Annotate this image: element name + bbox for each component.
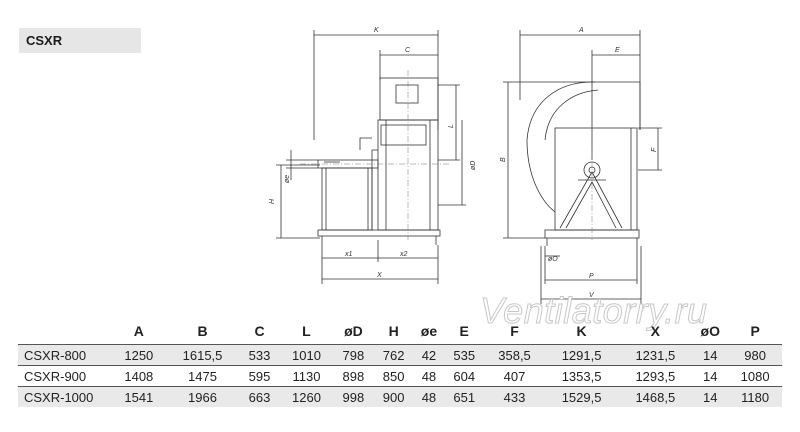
table-cell: 433 xyxy=(484,386,545,407)
dim-label-l: L xyxy=(448,124,455,128)
dim-label-b: B xyxy=(500,157,507,162)
table-cell: 604 xyxy=(444,365,485,387)
table-cell: 48 xyxy=(413,386,445,407)
table-cell: 980 xyxy=(728,344,782,366)
table-header xyxy=(18,318,112,345)
dim-label-h: H xyxy=(269,198,276,204)
table-cell: 1541 xyxy=(112,386,166,407)
table-header: K xyxy=(576,323,587,339)
table-cell: 1250 xyxy=(112,344,166,366)
table-cell: 1408 xyxy=(112,365,166,387)
dim-label-od: øD xyxy=(470,161,477,170)
table-cell: 1529,5 xyxy=(544,386,619,407)
table-cell: 1080 xyxy=(728,365,782,387)
table-row: CSXR-1000 1541 1966 663 1260 998 900 48 … xyxy=(18,386,782,407)
table-header-row: A B C L øD H øe E F K X øO P xyxy=(18,318,782,345)
table-cell: 1130 xyxy=(279,365,334,387)
table-cell: 651 xyxy=(444,386,485,407)
table-header: X xyxy=(650,323,660,339)
dim-label-v: V xyxy=(589,292,595,299)
table-cell: 14 xyxy=(692,344,729,366)
table-cell: 1231,5 xyxy=(618,344,693,366)
table-cell: 535 xyxy=(444,344,485,366)
table-cell: 1260 xyxy=(279,386,334,407)
table-cell: CSXR-1000 xyxy=(18,386,112,407)
table-header: B xyxy=(197,323,208,339)
dim-label-k: K xyxy=(374,27,379,34)
table-header: E xyxy=(459,323,469,339)
table-cell: 798 xyxy=(333,344,374,366)
table-cell: 1966 xyxy=(165,386,240,407)
table-cell: 358,5 xyxy=(484,344,545,366)
table-cell: 850 xyxy=(373,365,414,387)
table-cell: 48 xyxy=(413,365,445,387)
table-cell: 1475 xyxy=(165,365,240,387)
table-header: P xyxy=(750,323,760,339)
table-cell: 898 xyxy=(333,365,374,387)
dim-label-x2: x2 xyxy=(399,251,408,258)
dimensions-table: A B C L øD H øe E F K X øO P CSXR-800 12… xyxy=(18,318,782,407)
table-cell: 663 xyxy=(239,386,280,407)
dim-label-a: A xyxy=(578,27,584,34)
table-cell: CSXR-900 xyxy=(18,365,112,387)
table-cell: 1615,5 xyxy=(165,344,240,366)
table-header: øe xyxy=(420,323,438,339)
table-header: øO xyxy=(700,323,720,339)
table-header: L xyxy=(302,323,311,339)
table-cell: 14 xyxy=(692,386,729,407)
table-cell: 1180 xyxy=(728,386,782,407)
dim-label-f: F xyxy=(651,147,658,152)
dim-label-e: E xyxy=(615,47,620,54)
table-cell: 1468,5 xyxy=(618,386,693,407)
table-cell: CSXR-800 xyxy=(18,344,112,366)
table-cell: 998 xyxy=(333,386,374,407)
table-row: CSXR-900 1408 1475 595 1130 898 850 48 6… xyxy=(18,365,782,387)
table-cell: 1293,5 xyxy=(618,365,693,387)
table-header: C xyxy=(254,323,265,339)
dim-label-p: P xyxy=(589,273,594,280)
model-tag: CSXR xyxy=(19,28,141,53)
table-header: F xyxy=(510,323,519,339)
technical-drawing: K C L øD øe H x1 x2 X A E B F øO P V xyxy=(269,27,662,304)
table-cell: 762 xyxy=(373,344,414,366)
watermark: Ventilatorry.ru xyxy=(480,290,708,332)
dim-label-c: C xyxy=(405,47,411,54)
table-cell: 1010 xyxy=(279,344,334,366)
dim-label-x: X xyxy=(376,272,382,279)
table-header: øD xyxy=(344,323,363,339)
table-header: H xyxy=(388,323,399,339)
dim-label-oe: øe xyxy=(284,175,291,183)
table-cell: 900 xyxy=(373,386,414,407)
table-header: A xyxy=(133,323,144,339)
table-cell: 42 xyxy=(413,344,445,366)
table-cell: 407 xyxy=(484,365,545,387)
dim-label-oo: øO xyxy=(548,256,558,263)
dim-label-x1: x1 xyxy=(344,251,353,258)
table-row: CSXR-800 1250 1615,5 533 1010 798 762 42… xyxy=(18,344,782,366)
table-cell: 595 xyxy=(239,365,280,387)
table-cell: 14 xyxy=(692,365,729,387)
table-cell: 1291,5 xyxy=(544,344,619,366)
table-cell: 533 xyxy=(239,344,280,366)
table-cell: 1353,5 xyxy=(544,365,619,387)
